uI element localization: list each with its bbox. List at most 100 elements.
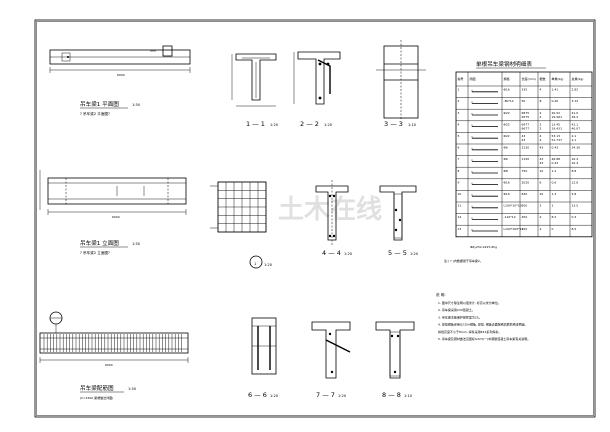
table-cell: 4 [540, 134, 542, 138]
detail-1-mesh: 1 1:20 [210, 181, 273, 269]
table-cell: 8 [458, 169, 460, 173]
table-cell: 19.431 [552, 126, 563, 130]
table-title: 单根吊车梁钢材明细表 [476, 60, 532, 68]
plan-dim: 6900 [117, 73, 125, 77]
table-cell: 8 [540, 99, 542, 103]
table-header-cell: 根数 [540, 76, 546, 81]
sec11-scale: 1:20 [270, 123, 279, 127]
table-cell: 7 [458, 157, 460, 161]
table-cell: 4 [540, 88, 542, 92]
table-cell: 13 [458, 227, 462, 231]
rebar-scale: 1:50 [128, 387, 137, 391]
table-cell: 53.13 [552, 134, 561, 138]
watermark-text: 土木在线 [278, 195, 382, 225]
elev-dim: 6900 [112, 215, 120, 219]
note-line: 焊缝高度不小于8mm, 焊条采用E43系列焊条。 [438, 329, 501, 334]
section-7-7: 7 — 7 1:20 [311, 321, 351, 399]
table-border [455, 71, 593, 238]
table-cell: 2 [540, 115, 542, 119]
table-cell: 50 [522, 99, 526, 103]
table-cell: 500 [522, 204, 528, 208]
table-cell: 9 [458, 180, 460, 184]
table-cell: 1150 [522, 157, 530, 161]
note-line: 2. 吊车梁采用C30混凝土。 [438, 307, 475, 312]
table-header-cell: 总重(kg) [572, 76, 584, 81]
table-cell: 43 [540, 157, 544, 161]
table-cell: 43 [540, 146, 544, 150]
table-cell: -80*12 [504, 99, 514, 103]
table-cell: 6677 [522, 126, 530, 130]
table-cell: 0.43 [552, 161, 559, 165]
table-cell: 6977 [522, 122, 530, 126]
sec55-scale: 1:20 [410, 252, 419, 256]
table-cell: 41.0 [572, 111, 579, 115]
plan-subtitle: ? 吊车梁2 平面图? [80, 111, 110, 116]
table-cell: 34.30 [572, 146, 581, 150]
table-cell: 19.581 [552, 115, 563, 119]
table-cell: Φ16 [504, 192, 510, 196]
table-cell: 6 [540, 180, 542, 184]
plan-view: 6900 吊车梁1 平面图 1:50 ? 吊车梁2 平面图? [49, 45, 191, 116]
sheet-inner-frame [36, 21, 594, 416]
table-cell: 2 [540, 215, 542, 219]
table-cell: 39.2 [572, 115, 579, 119]
table-cell: 0.6 [552, 180, 557, 184]
sec44-label: 4 — 4 [322, 249, 341, 257]
table-cell: 2 [540, 227, 542, 231]
table-cell: 6575 [522, 115, 530, 119]
table-cell: 830 [522, 192, 528, 196]
table-cell: 450 [522, 215, 528, 219]
table-cell: 250 [522, 227, 528, 231]
rebar-view: 6900 吊车梁配筋图 1:50 (h=1500 梁端做法详图) [39, 311, 189, 400]
table-cell: 0 [552, 227, 554, 231]
table-cell: 40.07 [572, 126, 581, 130]
table-cell: Φ16 [504, 88, 510, 92]
section-2-2: 2 — 2 1:20 [293, 51, 341, 128]
table-cell: 2020 [522, 180, 530, 184]
section-4-4: 4 — 4 1:20 [315, 180, 353, 257]
table-cell: 20.52 [552, 111, 561, 115]
sec22-scale: 1:20 [324, 123, 333, 127]
table-cell: 10 [458, 192, 462, 196]
table-cell: L100*10*10 [504, 204, 522, 208]
sec88-label: 8 — 8 [382, 391, 401, 399]
section-1-1: 1 — 1 1:20 [231, 53, 279, 128]
sec33-scale: 1:10 [408, 123, 417, 127]
general-notes: 说 明: 1. 图中尺寸除注明以毫米计, 标高以米为单位。2. 吊车梁采用C30… [436, 292, 530, 341]
sec66-label: 6 — 6 [248, 391, 267, 399]
table-cell: 10 [540, 192, 544, 196]
table-cell: 2.82 [572, 88, 579, 92]
table-note: 注:( ? )内数据用于吊车梁2。 [444, 258, 483, 263]
table-cell: 46.88 [552, 157, 561, 161]
sec77-scale: 1:20 [338, 394, 347, 398]
table-cell: 12.6 [572, 180, 579, 184]
sec22-label: 2 — 2 [300, 120, 319, 128]
table-cell: Φ22 [504, 122, 510, 126]
table-cell: Φ8 [504, 169, 508, 173]
table-cell: 41.1 [572, 122, 579, 126]
table-cell: 1.41 [552, 88, 559, 92]
table-cell: 2 [540, 204, 542, 208]
table-cell: 0.40 [552, 99, 559, 103]
table-cell: 10 [540, 169, 544, 173]
table-cell: 43 [522, 138, 526, 142]
table-cell: Φ22 [504, 111, 510, 115]
elevation-view: 6900 吊车梁1 立面图 1:50 ? 吊车梁2 立面图? [39, 170, 187, 255]
table-cell: 4 [458, 122, 460, 126]
table-cell: 2 [458, 99, 460, 103]
elev-subtitle: ? 吊车梁2 立面图? [80, 250, 110, 255]
sec33-label: 3 — 3 [384, 120, 403, 128]
table-cell: -110*12 [504, 215, 516, 219]
table-footer: Φ6y252,2225.8kg [470, 245, 497, 249]
table-cell: 10.4 [572, 157, 579, 161]
table-cell: 335 [522, 88, 528, 92]
detail1-number: 1 [254, 262, 256, 266]
table-cell: 3 [458, 111, 460, 115]
sec11-label: 1 — 1 [246, 120, 265, 128]
table-cell: 0.3 [572, 215, 577, 219]
table-cell: 43 [540, 161, 544, 165]
table-cell: 51.737 [552, 138, 563, 142]
sec55-label: 5 — 5 [388, 249, 407, 257]
